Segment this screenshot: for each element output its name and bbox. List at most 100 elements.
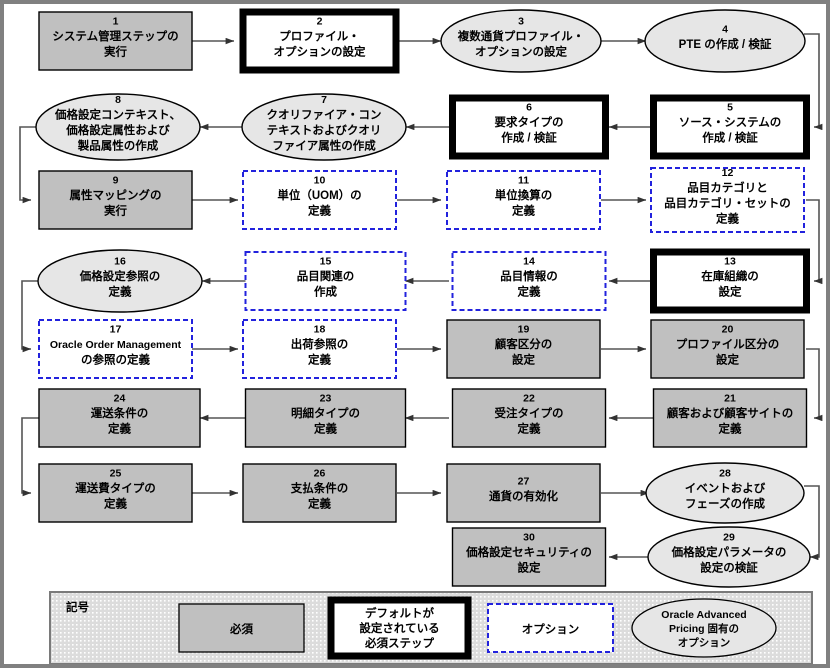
node-label-line: 定義 (308, 353, 331, 367)
node-label-line: 設定 (512, 353, 535, 367)
node-label-line: 実行 (104, 204, 127, 218)
node-label-line: 在庫組織の (701, 269, 759, 283)
node-shape-ellipse (647, 526, 811, 588)
node-label-line: PTE の作成 / 検証 (679, 37, 772, 51)
node-number: 14 (523, 256, 535, 268)
node-number: 23 (320, 393, 332, 405)
node-label-line: 顧客区分の (495, 337, 553, 351)
node-shape-rect (650, 167, 805, 233)
node-label-line: 設定 (719, 285, 742, 299)
node-label-line: 製品属性の作成 (77, 138, 159, 152)
node-number: 5 (727, 102, 733, 114)
legend-label-default-required-line1: デフォルトが (365, 606, 434, 620)
legend-swatch-default-required (327, 596, 472, 660)
node-shape-rect (242, 319, 397, 379)
node-shape-ellipse (440, 9, 602, 73)
node-label-line: 価格設定参照の (79, 269, 161, 283)
node-number: 9 (113, 175, 119, 187)
node-label-line: 品目カテゴリと (687, 180, 768, 194)
node-label-line: 定義 (109, 285, 132, 299)
node-label-line: ソース・システムの (679, 116, 782, 129)
legend-label-option: オプション (522, 622, 580, 636)
node-shape-rect (451, 388, 607, 448)
node-label-line: の参照の定義 (81, 353, 150, 367)
node-label-line: 品目カテゴリ・セットの (664, 196, 791, 210)
node-label-line: プロファイル区分の (676, 337, 780, 351)
node-label-line: 通貨の有効化 (489, 489, 558, 503)
node-number: 3 (518, 16, 524, 28)
legend-label-default-required-line3: 必須ステップ (364, 636, 434, 650)
node-label-line: イベントおよび (685, 481, 766, 495)
node-label-line: プロファイル・ (279, 29, 360, 43)
node-label-line: 運送条件の (91, 406, 149, 420)
node-shape-rect (242, 170, 397, 230)
connector-16-17 (21, 280, 38, 353)
node-label-line: 設定 (518, 561, 541, 575)
node-label-line: 作成 / 検証 (501, 131, 557, 145)
node-number: 7 (321, 94, 327, 106)
node-label-line: 実行 (104, 45, 127, 59)
legend-label-default-required-line2: 設定されている (359, 621, 439, 635)
connector-24-25 (21, 417, 39, 497)
node-number: 13 (724, 256, 736, 268)
node-shape-rect (449, 94, 609, 160)
node-shape-rect (652, 388, 808, 448)
node-number: 10 (314, 175, 326, 187)
node-number: 28 (719, 468, 731, 480)
node-shape-ellipse (644, 9, 806, 73)
node-label-line: 定義 (716, 211, 739, 225)
legend-swatch-pricing-option (631, 598, 777, 658)
node-label-line: 単位換算の (495, 188, 553, 202)
node-label-line: 定義 (108, 422, 131, 436)
node-number: 25 (110, 468, 122, 480)
connector-12-13 (806, 199, 823, 285)
node-label-line: 設定 (716, 353, 739, 367)
node-shape-rect (239, 8, 400, 74)
node-label-line: オプションの設定 (274, 45, 366, 59)
node-number: 6 (526, 102, 532, 114)
connector-4-5 (804, 33, 823, 131)
node-number: 12 (722, 167, 734, 179)
node-label-line: 受注タイプの (495, 406, 564, 420)
legend-label-pricing-line3: オプション (678, 636, 731, 649)
node-number: 17 (110, 324, 122, 336)
node-label-line: 定義 (719, 422, 742, 436)
node-number: 1 (113, 16, 119, 28)
node-shape-ellipse (645, 462, 805, 524)
node-label-line: 支払条件の (290, 481, 349, 495)
legend: 記号 必須 デフォルトが 設定されている 必須ステップ オプション Oracle… (49, 591, 813, 664)
node-label-line: 属性マッピングの (70, 188, 162, 202)
node-label-line: 作成 / 検証 (702, 131, 758, 145)
